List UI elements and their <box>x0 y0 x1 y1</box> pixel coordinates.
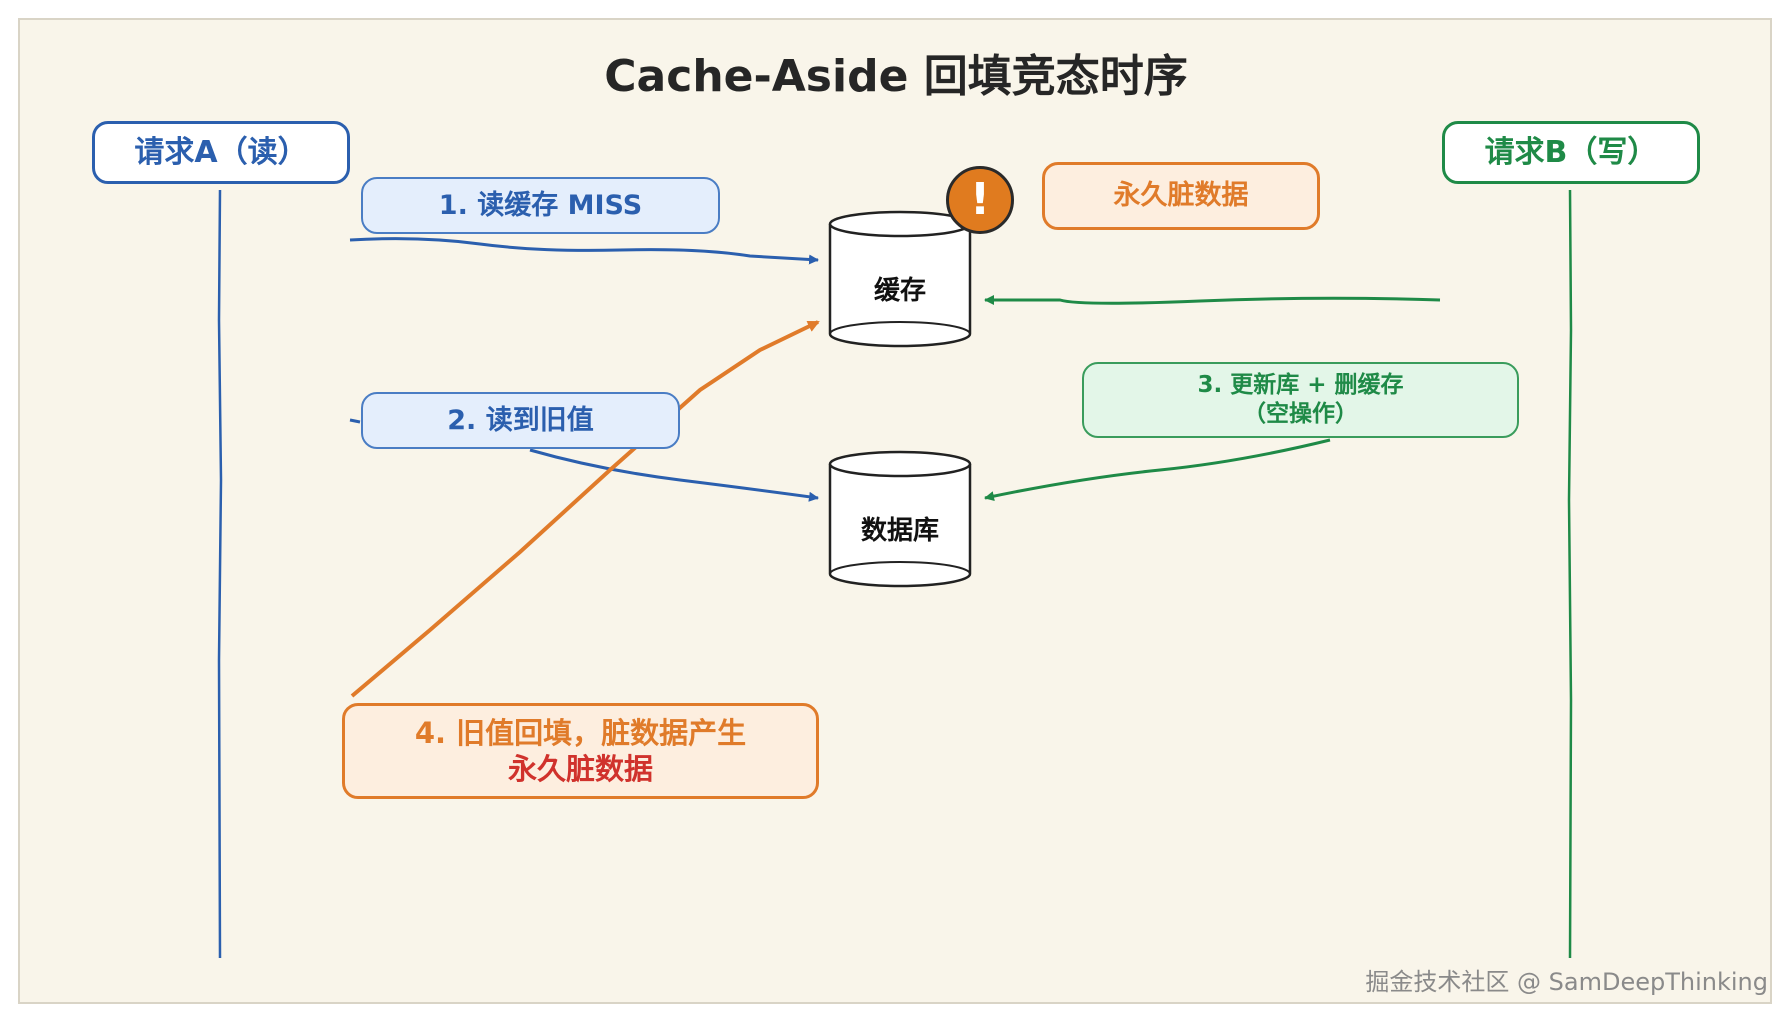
arrow-read-cache <box>349 237 819 265</box>
arrow-refill-cache <box>350 320 820 698</box>
cache-cylinder <box>828 210 972 348</box>
dirty-data-label: 永久脏数据 <box>1042 162 1320 230</box>
step3-line1: 3. 更新库 + 删缓存 <box>1197 372 1404 399</box>
watermark: 掘金技术社区 @ SamDeepThinking <box>1365 968 1768 996</box>
step4-line2: 永久脏数据 <box>507 752 653 786</box>
arrow-delete-cache <box>984 295 1441 305</box>
lifeline-a <box>217 189 223 959</box>
diagram-title: Cache-Aside 回填竞态时序 <box>604 51 1188 102</box>
database-cylinder <box>828 450 972 588</box>
cache-label: 缓存 <box>873 276 926 306</box>
actor-request-a: 请求A（读） <box>92 121 350 184</box>
database-label: 数据库 <box>860 516 939 546</box>
arrow-read-db <box>349 418 818 498</box>
step2-label: 2. 读到旧值 <box>361 392 680 449</box>
warning-icon: ! <box>946 166 1014 234</box>
step3-label: 3. 更新库 + 删缓存 （空操作） <box>1082 362 1519 438</box>
step1-label: 1. 读缓存 MISS <box>361 177 720 234</box>
step3-line2: （空操作） <box>1243 401 1358 427</box>
step4-label: 4. 旧值回填，脏数据产生 永久脏数据 <box>342 703 819 799</box>
arrow-update-db <box>984 438 1331 502</box>
step4-line1: 4. 旧值回填，脏数据产生 <box>414 715 747 750</box>
actor-request-b: 请求B（写） <box>1442 121 1700 184</box>
lifeline-b <box>1567 189 1573 959</box>
